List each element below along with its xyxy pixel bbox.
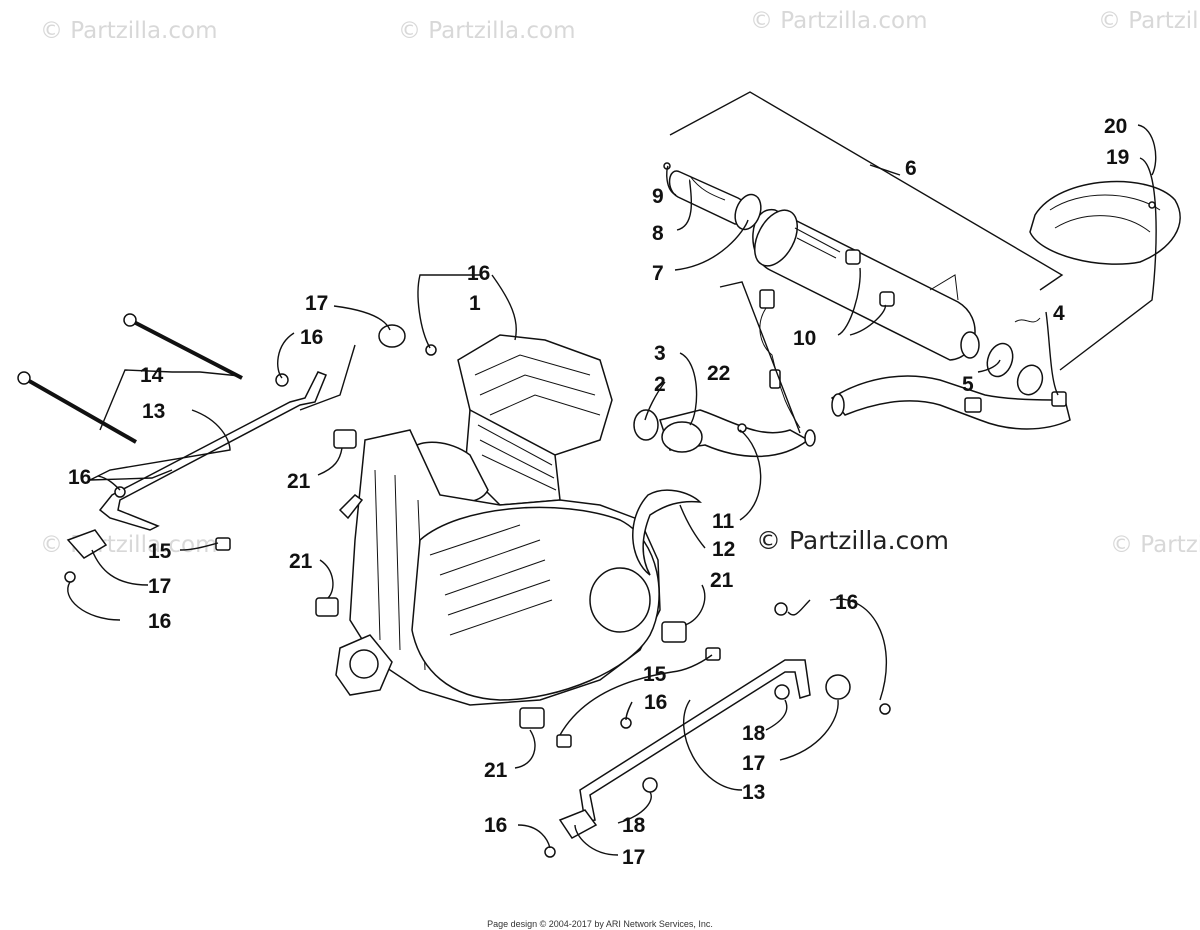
callout-7: 7: [652, 262, 664, 285]
callout-16: 16: [835, 591, 858, 614]
nut: [425, 344, 437, 356]
o2-sensor: [737, 289, 801, 433]
callout-16: 16: [148, 610, 171, 633]
nut: [64, 571, 76, 583]
callout-8: 8: [652, 222, 664, 245]
nut: [544, 846, 556, 858]
spring: [1014, 317, 1041, 323]
callout-16: 16: [300, 326, 323, 349]
callout-21: 21: [710, 569, 734, 592]
exhaust-gasket-2: [633, 409, 659, 441]
callout-6: 6: [905, 157, 917, 180]
callout-12: 12: [712, 538, 735, 561]
nut: [642, 777, 658, 793]
watermarks: © Partzilla.com © Partzilla.com © Partzi…: [40, 8, 1200, 558]
washer: [378, 324, 406, 348]
watermark: © Partzilla.com: [1110, 532, 1200, 558]
callout-17: 17: [305, 292, 328, 315]
mounting-left: [17, 313, 437, 617]
callout-16: 16: [467, 262, 490, 285]
callout-3: 3: [654, 342, 666, 365]
callout-4: 4: [1053, 302, 1065, 325]
mounting-right: [519, 602, 891, 858]
callout-11: 11: [712, 510, 735, 533]
watermark: © Partzilla.com: [40, 532, 218, 558]
watermark: © Partzilla.com: [40, 18, 218, 44]
callouts: 20 19 6 9 8 7 4 10 5 3 2 22 1 16 17 16 1…: [68, 115, 1129, 869]
bushing: [315, 597, 339, 617]
group-bracket: [669, 91, 1064, 291]
callout-15: 15: [643, 663, 667, 686]
watermark: © Partzilla.com: [750, 8, 928, 34]
washer: [825, 674, 851, 700]
callout-16: 16: [68, 466, 91, 489]
callout-20: 20: [1104, 115, 1127, 138]
exhaust-assembly: [633, 91, 1181, 458]
footer-credit: Page design © 2004-2017 by ARI Network S…: [487, 919, 713, 929]
callout-2: 2: [654, 373, 666, 396]
bushing: [333, 429, 357, 449]
callout-16: 16: [644, 691, 667, 714]
isolator: [66, 529, 108, 559]
isolator: [558, 809, 598, 839]
nut: [774, 602, 788, 616]
exhaust-clamp: [1016, 364, 1044, 396]
callout-15: 15: [148, 540, 172, 563]
spring-clip: [960, 331, 980, 359]
end-cap: [663, 162, 762, 231]
bushing: [661, 621, 687, 643]
callout-21: 21: [287, 470, 311, 493]
callout-13: 13: [142, 400, 165, 423]
nut: [774, 684, 790, 700]
spacer: [556, 734, 572, 748]
callout-5: 5: [962, 373, 974, 396]
nut: [275, 373, 289, 387]
callout-17: 17: [148, 575, 171, 598]
head-pipe: [830, 375, 1071, 430]
heat-shield: [1029, 180, 1181, 265]
watermark: © Partzilla.com: [398, 18, 576, 44]
callout-21: 21: [289, 550, 313, 573]
bracket: [579, 659, 811, 823]
callout-17: 17: [622, 846, 645, 869]
nut: [879, 703, 891, 715]
watermark-main: © Partzilla.com: [756, 526, 949, 555]
callout-1: 1: [469, 292, 481, 315]
leader-lines: [67, 124, 1157, 856]
callout-16: 16: [484, 814, 507, 837]
callout-14: 14: [140, 364, 164, 387]
leader-line: [869, 164, 901, 176]
callout-19: 19: [1106, 146, 1129, 169]
exhaust-flange: [661, 421, 703, 453]
callout-21: 21: [484, 759, 508, 782]
callout-9: 9: [652, 185, 664, 208]
callout-17: 17: [742, 752, 765, 775]
callout-22: 22: [707, 362, 730, 385]
callout-13: 13: [742, 781, 765, 804]
callout-18: 18: [622, 814, 646, 837]
engine: [335, 334, 703, 706]
exhaust-pipe: [659, 409, 816, 458]
spacer: [215, 537, 231, 551]
nut: [114, 486, 126, 498]
watermark: © Partzilla.com: [1098, 8, 1200, 34]
callout-18: 18: [742, 722, 766, 745]
muffler: [752, 209, 976, 361]
bushing: [519, 707, 545, 729]
callout-10: 10: [793, 327, 816, 350]
leader-line: [719, 281, 801, 434]
